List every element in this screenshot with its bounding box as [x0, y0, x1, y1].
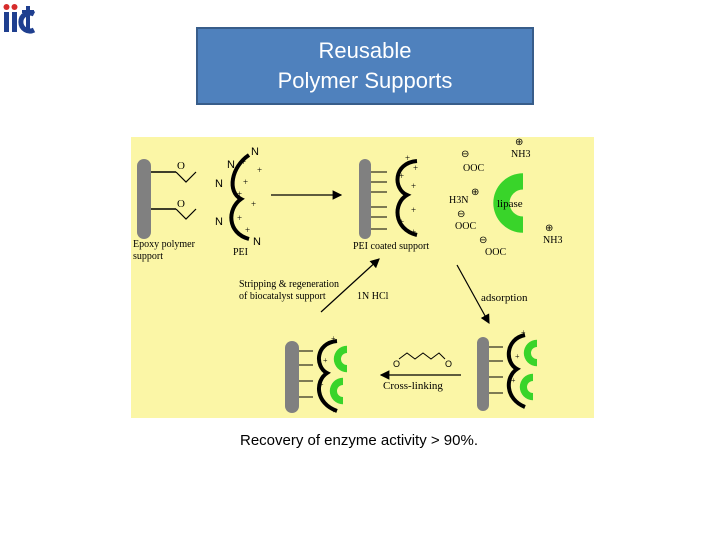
svg-text:+: +	[515, 352, 520, 361]
svg-text:+: +	[411, 181, 416, 191]
crosslinked-support-bar	[285, 341, 299, 413]
epoxy-label-1: Epoxy polymer	[133, 239, 196, 250]
svg-text:+: +	[241, 157, 246, 167]
pei-label: PEI	[233, 247, 248, 258]
ooc-bottom: OOC	[485, 247, 506, 258]
pei-n-3: N	[215, 178, 223, 190]
pei-coating	[395, 159, 418, 237]
nh3-right: NH3	[543, 235, 562, 246]
epoxy-o-2: O	[177, 198, 185, 210]
svg-text:+: +	[237, 213, 242, 223]
nh3-top: NH3	[511, 149, 530, 160]
adsorbed-support-bar	[477, 337, 489, 411]
crosslinker-o-2: O	[445, 359, 452, 369]
svg-text:⊕: ⊕	[515, 137, 523, 148]
epoxy-support-bar	[137, 159, 151, 239]
ooc-left: OOC	[455, 221, 476, 232]
pei-coated-label: PEI coated support	[353, 241, 429, 252]
svg-text:+: +	[331, 334, 336, 343]
caption: Recovery of enzyme activity > 90%.	[0, 432, 720, 449]
svg-text:+: +	[399, 195, 404, 205]
arrow-regenerate	[320, 258, 380, 313]
svg-text:+: +	[251, 199, 256, 209]
pei-n-4: N	[215, 216, 223, 228]
svg-text:⊖: ⊖	[461, 149, 469, 160]
svg-text:⊕: ⊕	[545, 223, 553, 234]
svg-text:+: +	[399, 171, 404, 181]
svg-text:+: +	[243, 177, 248, 187]
svg-text:+: +	[511, 376, 516, 385]
adsorption-label: adsorption	[481, 292, 528, 304]
stripping-label-2: of biocatalyst support	[239, 291, 326, 302]
title-line-1: Reusable	[318, 38, 412, 63]
svg-text:⊖: ⊖	[479, 235, 487, 246]
caption-text: Recovery of enzyme activity > 90%.	[239, 432, 478, 449]
svg-text:+: +	[413, 163, 418, 173]
crosslinker-o-1: O	[393, 359, 400, 369]
svg-text:⊕: ⊕	[471, 187, 479, 198]
pei-n-5: N	[253, 236, 261, 248]
title-line-2: Polymer Supports	[277, 68, 453, 93]
pei-support-bar	[359, 159, 371, 239]
h3n-left: H3N	[449, 195, 468, 206]
glutaraldehyde	[398, 352, 446, 360]
pei-charges: +++ +++ +	[237, 157, 262, 235]
svg-text:+: +	[521, 328, 526, 337]
iict-logo	[3, 4, 36, 34]
svg-text:+: +	[323, 356, 328, 365]
svg-text:+: +	[319, 380, 324, 389]
svg-text:+: +	[257, 165, 262, 175]
crosslinking-label: Cross-linking	[383, 380, 443, 392]
svg-text:+: +	[237, 189, 242, 199]
lipase-label: lipase	[497, 198, 523, 210]
svg-text:+: +	[411, 227, 416, 237]
arrow-adsorption	[456, 264, 490, 325]
svg-text:+: +	[245, 225, 250, 235]
title-box: Reusable Polymer Supports	[196, 27, 534, 105]
svg-text:+: +	[331, 406, 336, 415]
ooc-top: OOC	[463, 163, 484, 174]
svg-text:+: +	[411, 205, 416, 215]
hcl-label: 1N HCl	[357, 291, 389, 302]
immobilization-diagram: O O Epoxy polymer support N N N N N +++ …	[131, 137, 594, 418]
epoxy-o-1: O	[177, 160, 185, 172]
svg-text:+: +	[521, 402, 526, 411]
stripping-label-1: Stripping & regeneration	[239, 279, 339, 290]
pei-n-2: N	[227, 159, 235, 171]
svg-text:⊖: ⊖	[457, 209, 465, 220]
svg-text:+: +	[405, 153, 410, 163]
pei-chain	[229, 153, 251, 241]
epoxy-label-2: support	[133, 251, 163, 262]
pei-n-1: N	[251, 146, 259, 158]
svg-text:+: +	[399, 217, 404, 227]
